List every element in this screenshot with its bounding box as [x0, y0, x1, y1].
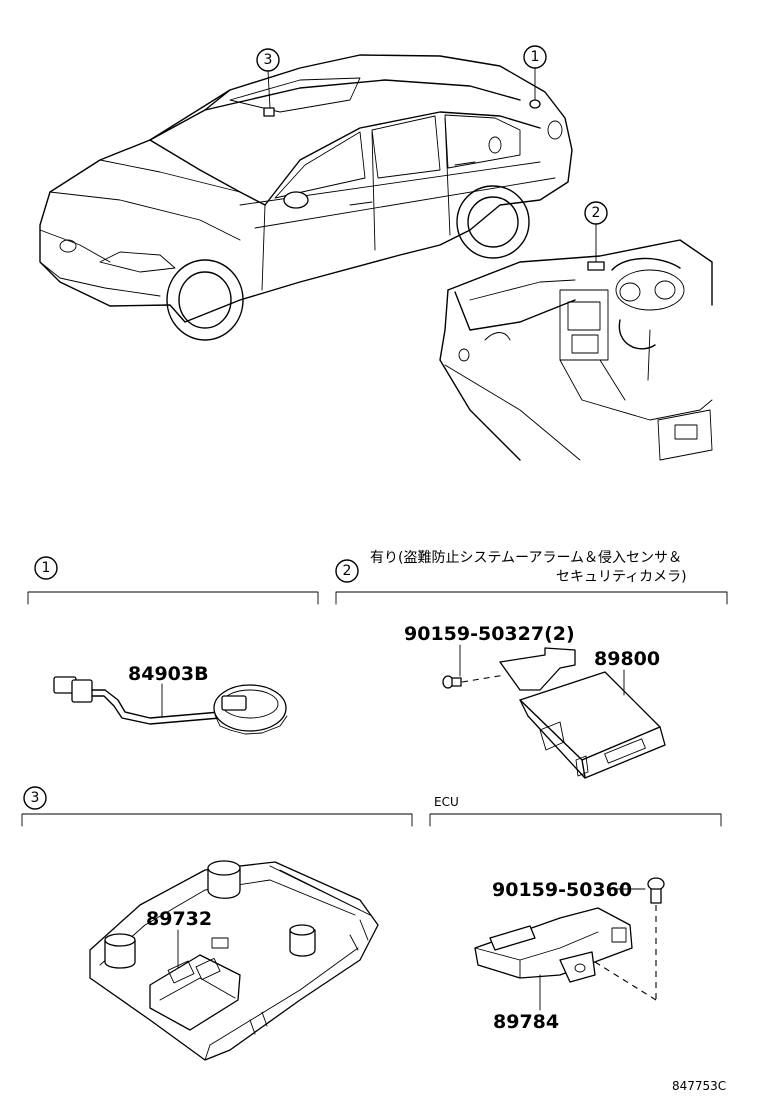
callout-3-marker: 3: [256, 48, 280, 117]
callout-1-number: 1: [531, 49, 540, 65]
section-ecu: ECU 90159-50360 89784: [429, 795, 722, 1033]
callout-2-number: 2: [592, 205, 601, 221]
section-2: 2 有り(盗難防止システムーアラーム＆侵入センサ＆ セキュリティカメラ) 901…: [335, 549, 728, 779]
bolt-90159-50327: [442, 675, 462, 689]
part-number-89784: 89784: [493, 1011, 559, 1033]
section-1: 1 84903B: [27, 556, 319, 735]
section-1-number: 1: [42, 560, 51, 576]
section-3-number: 3: [31, 790, 40, 806]
connector-84903B: [53, 676, 288, 735]
section-3: 3 89732: [21, 786, 413, 1061]
section-2-note-line2: セキュリティカメラ): [556, 569, 687, 585]
dashboard-illustration: [439, 239, 713, 461]
ecu-module-89784: [474, 907, 633, 983]
part-number-89732: 89732: [146, 908, 212, 930]
callout-1-marker: 1: [523, 45, 547, 109]
callout-2-marker: 2: [584, 201, 608, 271]
car-illustration: [39, 54, 573, 341]
ecu-label: ECU: [434, 795, 459, 809]
part-number-90159-50327: 90159-50327(2): [404, 623, 575, 645]
bolt-90159-50360: [647, 877, 665, 904]
callout-3-number: 3: [264, 52, 273, 68]
part-number-90159-50360: 90159-50360: [492, 879, 632, 901]
ecu-module-89800: [499, 647, 666, 779]
section-2-number: 2: [343, 563, 352, 579]
part-number-89800: 89800: [594, 648, 660, 670]
figure-code: 847753C: [672, 1079, 726, 1093]
part-number-84903B: 84903B: [128, 663, 209, 685]
section-2-note-line1: 有り(盗難防止システムーアラーム＆侵入センサ＆: [370, 549, 682, 566]
overhead-console-89732: [89, 860, 379, 1061]
